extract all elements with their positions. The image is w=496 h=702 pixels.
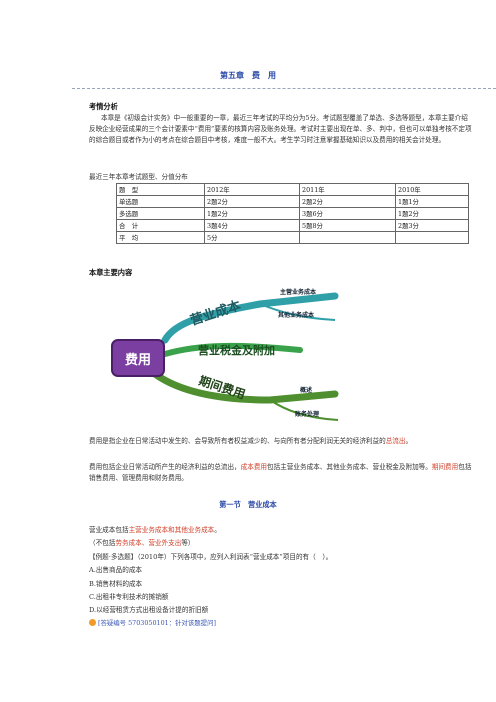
option-d: D.以经营租赁方式出租设备计提的折旧额 <box>89 606 209 614</box>
sub-label: 账务处理 <box>295 410 319 418</box>
table-row: 合 计 3题4分 5题8分 2题3分 <box>116 219 469 232</box>
table-cell: 3题4分 <box>204 219 300 232</box>
table-cell: 2012年 <box>204 183 300 196</box>
table-cell: 3题6分 <box>299 207 396 220</box>
table-cell: 1题2分 <box>395 207 469 220</box>
example-question: 【例题·多选题】（2010年）下列各项中，应列入利润表“营业成本”项目的有（ ）… <box>89 553 333 561</box>
table-cell: 平 均 <box>116 231 205 244</box>
branch-tax <box>162 342 303 357</box>
table-row: 平 均 5分 <box>116 231 469 244</box>
branch-period-sub <box>269 399 339 421</box>
table-cell: 多选题 <box>116 207 205 220</box>
table-row: 单选题 2题2分 2题2分 1题1分 <box>116 195 469 208</box>
sub-label: 主营业务成本 <box>280 288 317 296</box>
table-cell: 2010年 <box>395 183 469 196</box>
analysis-heading: 考情分析 <box>89 102 118 111</box>
table-cell: 2题3分 <box>395 219 469 232</box>
section-title: 第一节 营业成本 <box>219 500 277 509</box>
analysis-paragraph: 本章是《初级会计实务》中一般重要的一章，最近三年考试的平均分为5分。考试题型覆盖… <box>89 114 472 145</box>
branch-period <box>151 370 339 404</box>
option-b: B.销售材料的成本 <box>89 580 143 588</box>
table-cell: 1题1分 <box>395 195 469 208</box>
chapter-title: 第五章 费 用 <box>220 71 276 80</box>
mindmap-center <box>111 339 165 377</box>
table-header-row: 题 型 2012年 2011年 2010年 <box>116 183 469 196</box>
table-caption: 最近三年本章考试题型、分值分布 <box>89 173 188 181</box>
sub-label: 概述 <box>300 386 312 394</box>
table-cell: 2011年 <box>299 183 396 196</box>
question-icon <box>89 619 96 626</box>
mindmap: 营业成本 主营业务成本 其他业务成本 营业税金及附加 期间费用 概述 账务处理 … <box>111 288 339 421</box>
table-cell: 单选题 <box>116 195 205 208</box>
question-link[interactable]: [答疑编号 5703050101：针对该题提问] <box>89 618 216 627</box>
sub-label: 其他业务成本 <box>278 311 315 319</box>
main-content-heading: 本章主要内容 <box>89 268 133 277</box>
center-label: 费用 <box>125 352 151 368</box>
table-cell: 2题2分 <box>204 195 300 208</box>
option-a: A.出售商品的成本 <box>89 566 143 574</box>
divider <box>72 88 496 89</box>
branch-cost <box>161 292 339 344</box>
branch-label: 营业成本 <box>188 298 242 329</box>
definition-paragraph-1: 费用是指企业在日常活动中发生的、会导致所有者权益减少的、与向所有者分配利润无关的… <box>89 437 413 445</box>
section-line-2: （不包括劳务成本、营业外支出等） <box>89 539 195 547</box>
definition-paragraph-2: 费用包括企业日常活动所产生的经济利益的总流出，成本费用包括主营业务成本、其他业务… <box>89 463 472 483</box>
table-cell: 1题2分 <box>204 207 300 220</box>
table-cell <box>299 231 396 244</box>
table-row: 多选题 1题2分 3题6分 1题2分 <box>116 207 469 220</box>
table-cell <box>395 231 469 244</box>
table-cell: 5题8分 <box>299 219 396 232</box>
table-cell: 题 型 <box>116 183 205 196</box>
branch-label: 营业税金及附加 <box>198 343 275 357</box>
table-cell: 5分 <box>204 231 300 244</box>
score-table: 题 型 2012年 2011年 2010年 单选题 2题2分 2题2分 1题1分… <box>116 183 469 244</box>
section-line-1: 营业成本包括主营业务成本和其他业务成本。 <box>89 526 221 534</box>
option-c: C.出租非专利技术的摊销额 <box>89 593 169 601</box>
table-cell: 2题2分 <box>299 195 396 208</box>
table-cell: 合 计 <box>116 219 205 232</box>
branch-cost-sub <box>259 303 336 321</box>
